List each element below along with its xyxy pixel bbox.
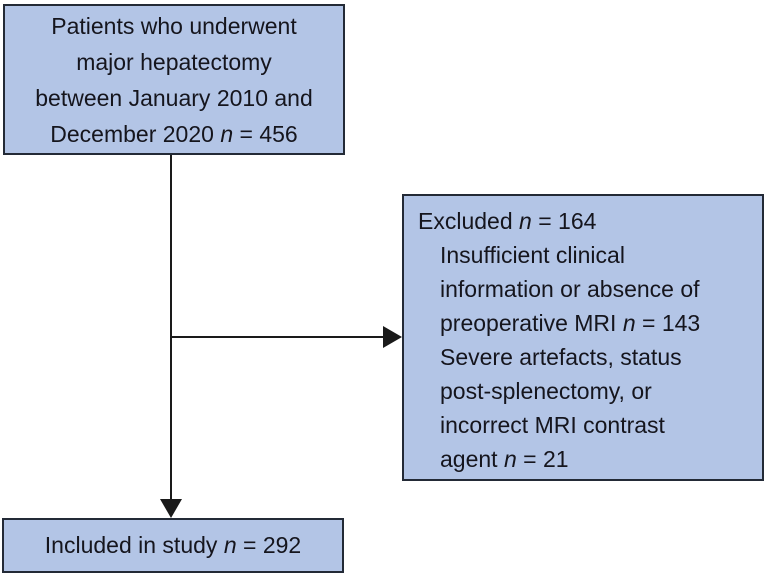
vertical-connector-line <box>169 155 172 500</box>
patients-box-line-3: between January 2010 and <box>5 80 343 116</box>
text-post: = 456 <box>233 120 298 147</box>
excluded-box-line-3: information or absence of <box>418 272 754 306</box>
text-post: = 292 <box>236 532 302 558</box>
n-variable: n <box>622 310 636 336</box>
text-post: = 21 <box>516 446 569 472</box>
text-pre: Severe artefacts, status <box>440 344 682 370</box>
text-pre: Insufficient clinical <box>440 242 625 268</box>
excluded-box-line-4: preoperative MRI n = 143 <box>418 306 754 340</box>
n-variable: n <box>503 446 517 472</box>
excluded-box-line-8: agent n = 21 <box>418 442 754 476</box>
excluded-box-line-6: post-splenectomy, or <box>418 374 754 408</box>
text-pre: Patients who underwent <box>51 12 297 39</box>
excluded-box-line-5: Severe artefacts, status <box>418 340 754 374</box>
text-pre: information or absence of <box>440 276 700 302</box>
patients-box-line-4: December 2020 n = 456 <box>5 116 343 152</box>
text-pre: post-splenectomy, or <box>440 378 652 404</box>
patients-box: Patients who underwent major hepatectomy… <box>3 4 345 155</box>
excluded-box: Excluded n = 164 Insufficient clinical i… <box>402 194 764 481</box>
text-post: = 143 <box>635 310 701 336</box>
text-pre: between January 2010 and <box>35 84 313 111</box>
arrowhead-down-icon <box>160 499 182 518</box>
patients-box-line-2: major hepatectomy <box>5 44 343 80</box>
text-post: = 164 <box>531 208 597 234</box>
excluded-box-line-1: Excluded n = 164 <box>418 204 754 238</box>
horizontal-connector-line <box>169 335 384 338</box>
text-pre: preoperative MRI <box>440 310 623 336</box>
arrowhead-right-icon <box>383 325 402 348</box>
patients-box-line-1: Patients who underwent <box>5 8 343 44</box>
n-variable: n <box>220 120 234 147</box>
text-pre: major hepatectomy <box>76 48 272 75</box>
text-pre: Excluded <box>418 208 520 234</box>
excluded-box-line-7: incorrect MRI contrast <box>418 408 754 442</box>
text-pre: incorrect MRI contrast <box>440 412 665 438</box>
text-pre: agent <box>440 446 504 472</box>
n-variable: n <box>223 532 237 558</box>
included-box: Included in study n = 292 <box>2 518 344 573</box>
excluded-box-line-2: Insufficient clinical <box>418 238 754 272</box>
text-pre: Included in study <box>44 532 224 558</box>
text-pre: December 2020 <box>50 120 221 147</box>
n-variable: n <box>519 208 532 234</box>
included-box-line: Included in study n = 292 <box>45 532 301 559</box>
